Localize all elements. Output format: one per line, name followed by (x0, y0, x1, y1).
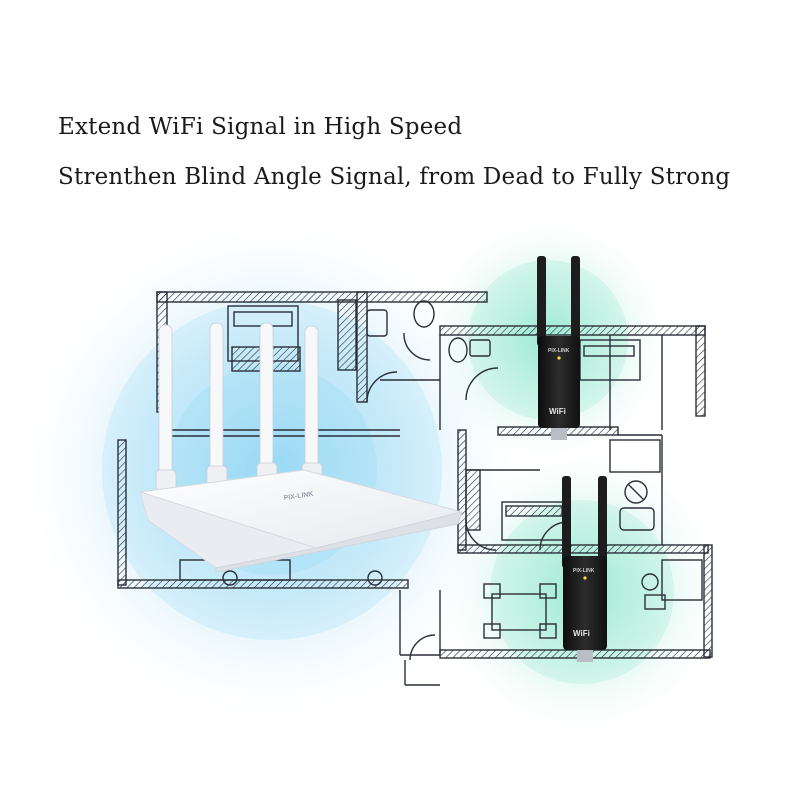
headline-line-2: Strenthen Blind Angle Signal, from Dead … (58, 164, 731, 190)
extender-lower-antenna-right (598, 476, 607, 568)
extender-upper-wifi-badge: WiFi (549, 407, 566, 416)
extender-lower-brand-label: PIX-LINK (573, 568, 595, 574)
extender-device-lower: PIX-LINK WiFi (562, 476, 607, 662)
extender-upper-antenna-right (571, 256, 580, 346)
router-device: PIX-LINK (139, 322, 463, 573)
headline-line-1: Extend WiFi Signal in High Speed (58, 114, 463, 140)
extender-upper-body (538, 336, 580, 428)
extender-upper-antenna-left (537, 256, 546, 346)
router-antenna-1 (155, 324, 177, 491)
extender-lower-wifi-badge: WiFi (573, 629, 590, 638)
extender-lower-body (563, 556, 607, 650)
extender-lower-antenna-left (562, 476, 571, 568)
extender-device-upper: PIX-LINK WiFi (537, 256, 580, 440)
extender-upper-brand-label: PIX-LINK (548, 348, 570, 354)
router-brand-label: PIX-LINK (283, 491, 314, 502)
